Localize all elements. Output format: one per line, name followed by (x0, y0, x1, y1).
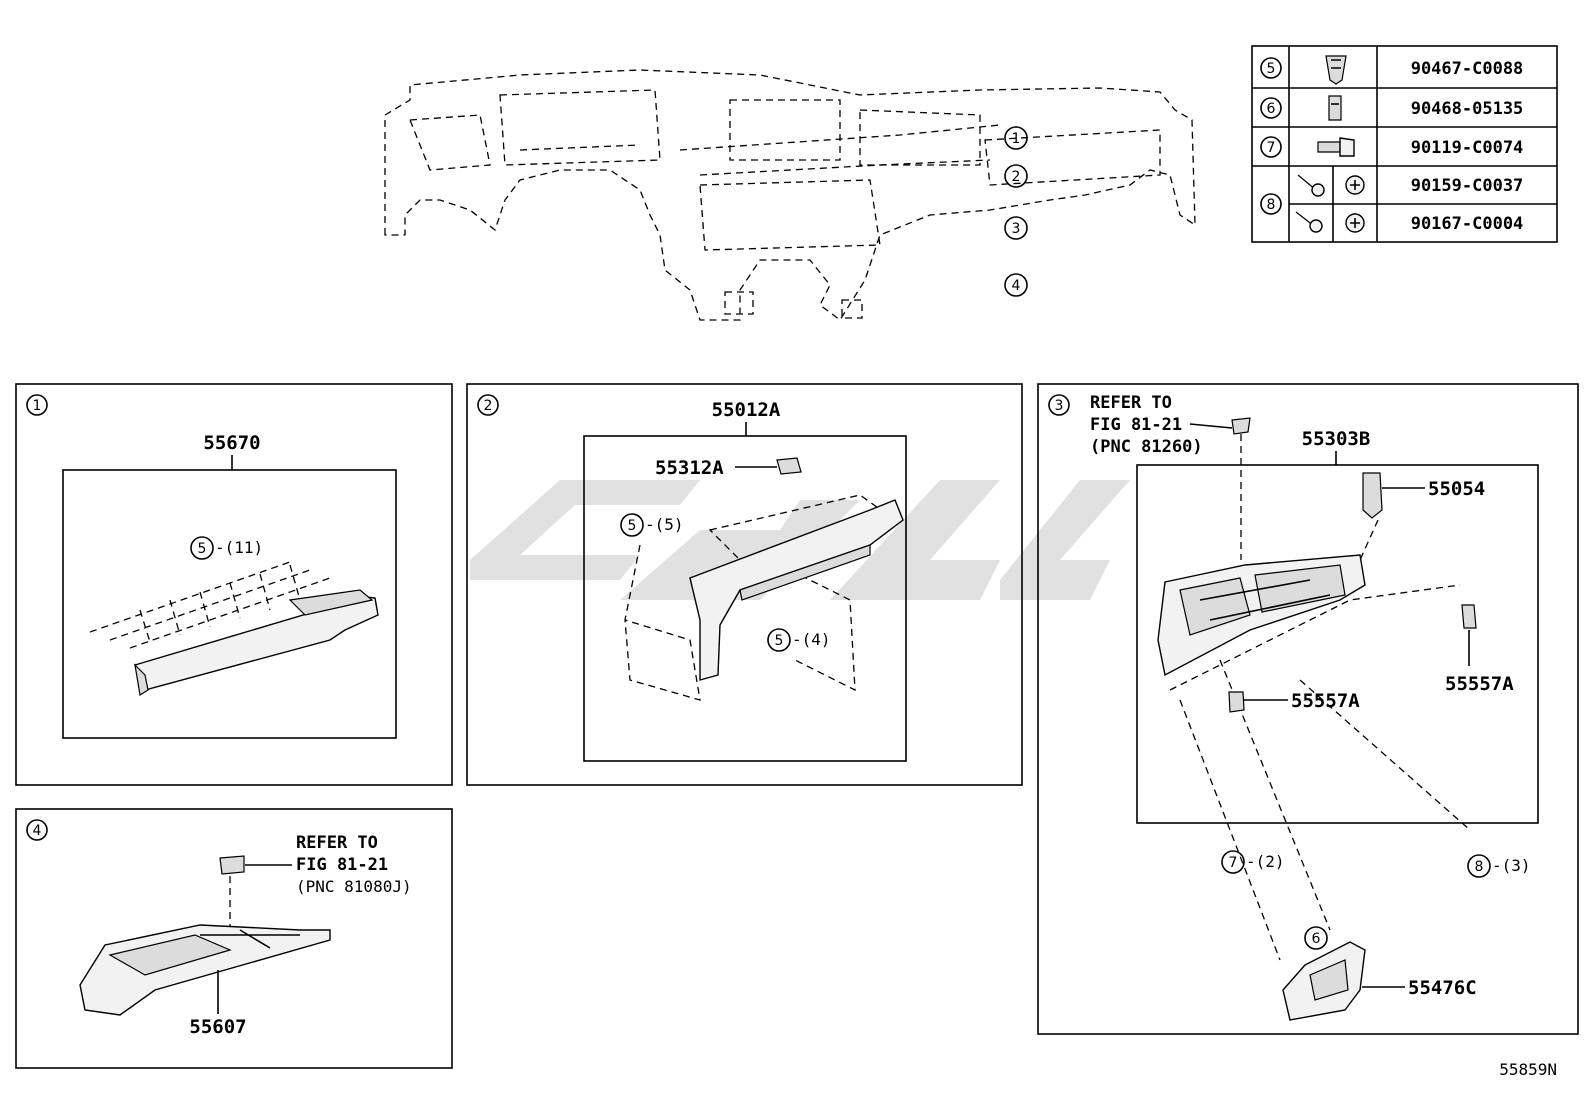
screw-icon (1297, 174, 1365, 197)
overview-callout-3: 3 (1004, 216, 1028, 240)
table-row: 90167-C0004 (1295, 211, 1524, 234)
part-number-label: 55670 (203, 432, 260, 454)
part-number-label: 55054 (1428, 478, 1485, 500)
screw-icon (1295, 211, 1365, 233)
overview-callout-2: 2 (1004, 164, 1028, 188)
part-number-label: 55607 (189, 1016, 246, 1038)
svg-text:-(5): -(5) (645, 515, 684, 534)
svg-text:8: 8 (1267, 197, 1276, 213)
svg-text:5: 5 (775, 633, 784, 649)
svg-text:4: 4 (1012, 278, 1021, 294)
svg-text:4: 4 (33, 823, 42, 839)
svg-text:5: 5 (628, 518, 637, 534)
svg-text:5: 5 (1267, 61, 1276, 77)
svg-text:(PNC 81080J): (PNC 81080J) (296, 877, 412, 896)
svg-text:90468-05135: 90468-05135 (1411, 99, 1524, 119)
svg-text:5: 5 (198, 541, 207, 557)
part-number-label: 55557A (1445, 673, 1514, 695)
svg-text:1: 1 (33, 398, 42, 414)
svg-text:2: 2 (1012, 169, 1021, 185)
bolt-icon (1317, 137, 1355, 157)
table-row: 8 90159-C0037 (1260, 174, 1524, 215)
dashboard-overview (384, 69, 1196, 321)
panel-3: 3 REFER TO FIG 81-21 (PNC 81260) 55303B … (1037, 383, 1579, 1035)
clip-icon (1325, 55, 1347, 85)
brace-part (624, 494, 904, 701)
svg-text:8: 8 (1475, 859, 1484, 875)
panel-1: 1 55670 5 -(11) (15, 383, 453, 786)
svg-text:FIG 81-21: FIG 81-21 (296, 855, 388, 875)
svg-text:2: 2 (484, 398, 493, 414)
table-row: 5 90467-C0088 (1260, 55, 1524, 85)
svg-text:-(3): -(3) (1492, 856, 1531, 875)
part-number-label: 55557A (1291, 690, 1360, 712)
panel-4: 4 REFER TO FIG 81-21 (PNC 81080J) 55607 (15, 808, 453, 1069)
svg-text:90119-C0074: 90119-C0074 (1411, 138, 1524, 158)
svg-text:90159-C0037: 90159-C0037 (1411, 176, 1524, 196)
figure-code: 55859N (1499, 1060, 1557, 1079)
svg-text:3: 3 (1055, 398, 1064, 414)
svg-text:3: 3 (1012, 221, 1021, 237)
svg-text:6: 6 (1267, 101, 1276, 117)
part-number-label: 55476C (1408, 977, 1477, 999)
overview-callout-4: 4 (1004, 273, 1028, 297)
glovebox-part (1157, 554, 1366, 677)
svg-text:6: 6 (1312, 931, 1321, 947)
svg-text:7: 7 (1229, 855, 1238, 871)
table-row: 6 90468-05135 (1260, 95, 1524, 121)
svg-text:90167-C0004: 90167-C0004 (1411, 214, 1524, 234)
panel-2: 2 55012A 55312A 5 -(5) 5 -(4) (466, 383, 1023, 786)
part-number-label: 55012A (712, 399, 781, 421)
svg-text:REFER TO: REFER TO (296, 833, 378, 853)
watermark-logo (470, 480, 1130, 600)
svg-text:90467-C0088: 90467-C0088 (1411, 59, 1524, 79)
table-row: 7 90119-C0074 (1260, 136, 1524, 158)
fastener-table: 5 90467-C0088 6 90468-05135 7 90119-C007 (1251, 45, 1558, 243)
ac-duct-part (89, 561, 379, 696)
svg-text:-(4): -(4) (792, 630, 831, 649)
svg-text:1: 1 (1012, 131, 1021, 147)
svg-text:REFER TO: REFER TO (1090, 393, 1172, 413)
part-number-label: 55312A (655, 457, 724, 479)
svg-text:FIG 81-21: FIG 81-21 (1090, 415, 1182, 435)
undercover-part (79, 924, 331, 1016)
svg-text:-(11): -(11) (215, 538, 263, 557)
retainer-icon (1328, 95, 1342, 121)
lower-panel-part (1282, 941, 1366, 1021)
overview-callout-1: 1 (1004, 126, 1028, 150)
svg-text:-(2): -(2) (1246, 852, 1285, 871)
part-number-label: 55303B (1302, 428, 1371, 450)
svg-text:7: 7 (1267, 140, 1276, 156)
svg-text:(PNC 81260): (PNC 81260) (1090, 437, 1203, 457)
